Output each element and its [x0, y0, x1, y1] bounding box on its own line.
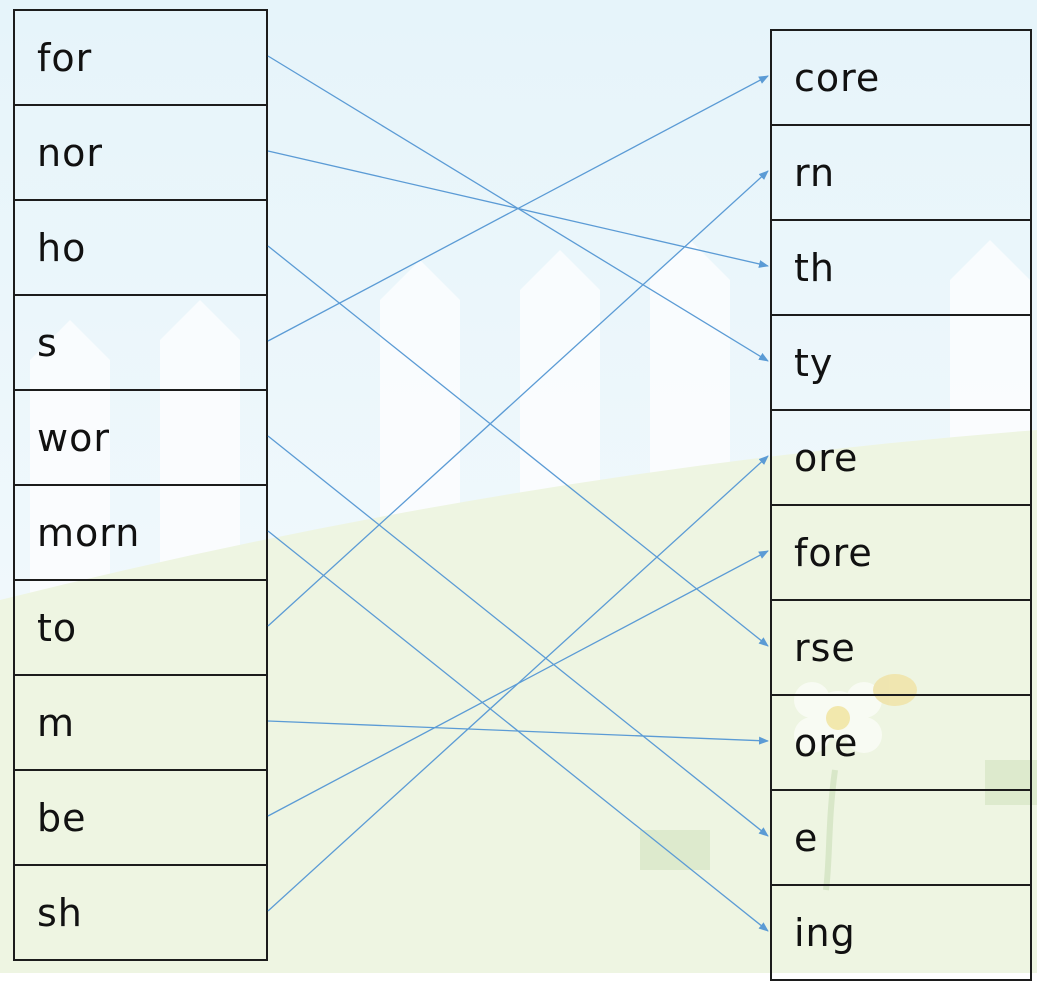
right-word-tile[interactable]: rse — [770, 599, 1032, 696]
right-word-tile[interactable]: ing — [770, 884, 1032, 981]
left-word-tile[interactable]: s — [13, 294, 268, 391]
left-word-column: for nor ho s wor morn to m be sh — [13, 9, 268, 961]
left-word-tile[interactable]: morn — [13, 484, 268, 581]
right-word-column: core rn th ty ore fore rse ore e ing — [770, 29, 1032, 981]
right-word-tile[interactable]: ore — [770, 694, 1032, 791]
left-word-tile[interactable]: m — [13, 674, 268, 771]
right-word-tile[interactable]: rn — [770, 124, 1032, 221]
left-word-tile[interactable]: wor — [13, 389, 268, 486]
left-word-tile[interactable]: sh — [13, 864, 268, 961]
left-word-tile[interactable]: to — [13, 579, 268, 676]
right-word-tile[interactable]: th — [770, 219, 1032, 316]
left-word-tile[interactable]: for — [13, 9, 268, 106]
right-word-tile[interactable]: e — [770, 789, 1032, 886]
right-word-tile[interactable]: ty — [770, 314, 1032, 411]
right-word-tile[interactable]: fore — [770, 504, 1032, 601]
left-word-tile[interactable]: be — [13, 769, 268, 866]
left-word-tile[interactable]: ho — [13, 199, 268, 296]
left-word-tile[interactable]: nor — [13, 104, 268, 201]
right-word-tile[interactable]: core — [770, 29, 1032, 126]
right-word-tile[interactable]: ore — [770, 409, 1032, 506]
